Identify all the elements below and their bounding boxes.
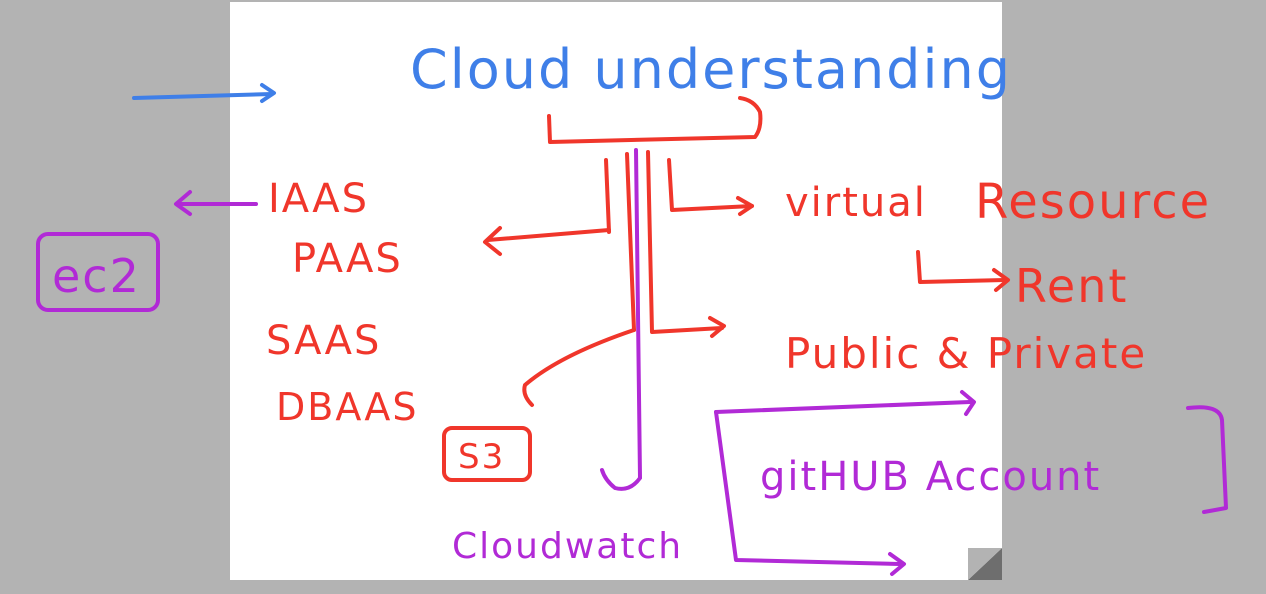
github-account-label: gitHUB Account [760, 454, 1101, 500]
s3-box [442, 426, 532, 482]
purple-trunk-line [600, 148, 643, 491]
ec2-label: ec2 [52, 249, 141, 303]
term-iaas: IAAS [268, 176, 369, 222]
title-cloud-understanding: Cloud understanding [410, 38, 1012, 101]
s3-label: S3 [458, 437, 505, 477]
red-trunk-lines [483, 150, 1010, 407]
public-private-label: Public & Private [785, 329, 1147, 378]
title-bracket [547, 96, 763, 144]
blue-arrow [132, 83, 276, 103]
virtual-label: virtual [785, 180, 927, 226]
page-curl-corner [968, 548, 1002, 580]
term-paas: PAAS [292, 236, 403, 282]
resource-label: Resource [975, 174, 1211, 230]
ec2-box [36, 232, 160, 312]
cloudwatch-label: Cloudwatch [452, 526, 683, 567]
whiteboard-page [230, 2, 1002, 580]
term-dbaas: DBAAS [276, 385, 419, 429]
term-saas: SAAS [266, 318, 381, 364]
iaas-to-ec2-arrow [174, 190, 258, 216]
github-account-box [714, 390, 1228, 576]
rent-label: Rent [1015, 259, 1128, 313]
